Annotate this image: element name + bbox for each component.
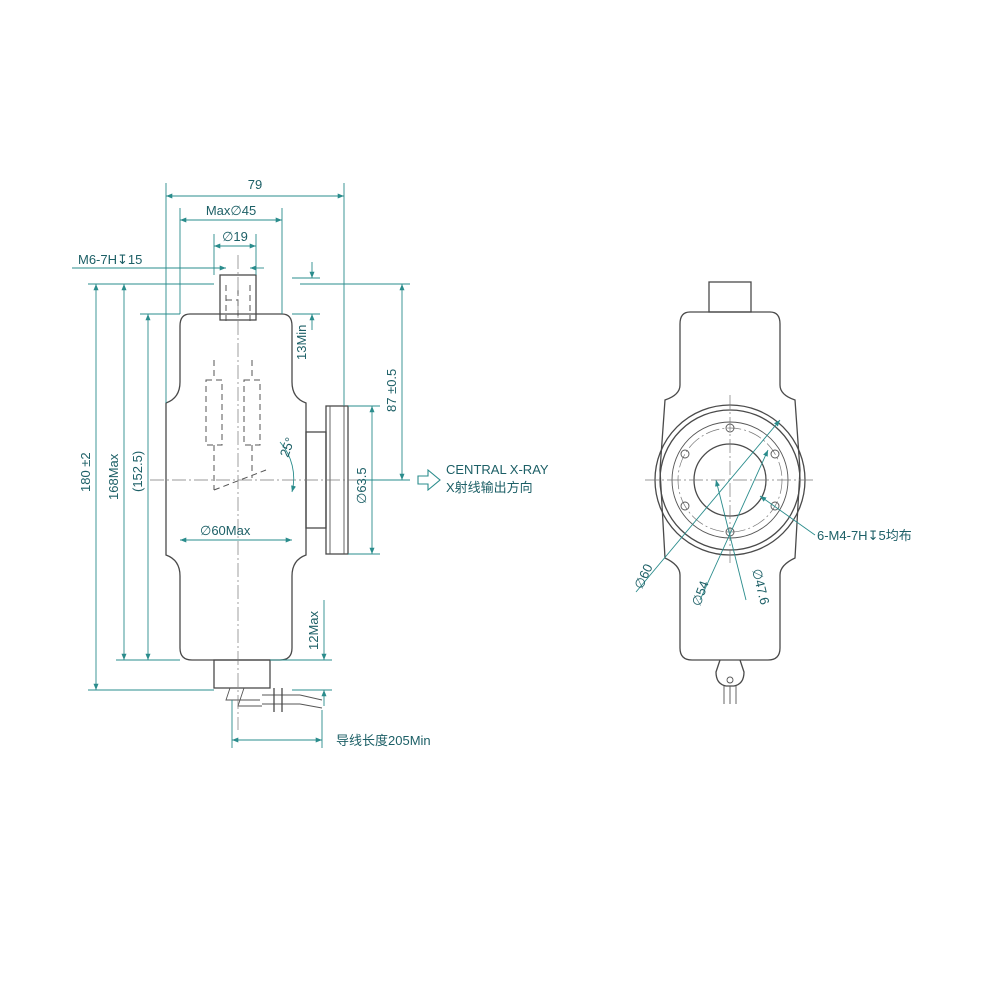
front-view (150, 255, 362, 730)
dim-side-d54: ∅54 (689, 579, 712, 608)
top-stem (219, 274, 257, 321)
dim-body-diameter: ∅60Max (200, 523, 251, 538)
side-lead-terminal (715, 659, 745, 704)
dim-max-diameter: Max∅45 (206, 203, 256, 218)
side-body-outline (659, 311, 801, 661)
dim-overall-width: 79 (248, 177, 262, 192)
dim-lead-length: 导线长度205Min (336, 733, 431, 748)
dim-thread: M6-7H↧15 (78, 252, 142, 267)
bolt-hole (770, 501, 780, 511)
dim-side-d47: ∅47.6 (749, 567, 772, 606)
bolt-hole (680, 501, 690, 511)
dim-length-168: 168Max (106, 453, 121, 500)
dim-stem-diameter: ∅19 (222, 229, 248, 244)
front-dimensions (72, 183, 410, 748)
angle-arc (279, 441, 297, 493)
stem-thread-hidden (225, 285, 251, 325)
tube-body-outline (165, 313, 307, 661)
bolt-hole (680, 449, 690, 459)
dim-overall-length: 180 ±2 (78, 452, 93, 492)
dim-12max: 12Max (306, 610, 321, 650)
side-view (645, 281, 815, 704)
bolt-hole (770, 449, 780, 459)
side-dimensions (635, 419, 816, 601)
side-top-connector (708, 281, 752, 313)
dim-window-height: 87 ±0.5 (384, 369, 399, 412)
central-ray-direction: X射线输出方向 (446, 480, 533, 495)
dim-angle: 25° (277, 435, 298, 459)
dim-side-holes: 6-M4-7H↧5均布 (817, 528, 912, 543)
dim-length-152: (152.5) (130, 451, 145, 492)
internal-hidden-parts (205, 360, 267, 491)
dim-13min: 13Min (294, 325, 309, 360)
dim-flange-diameter: ∅63.5 (354, 467, 369, 504)
base-and-leads (213, 659, 323, 712)
central-ray-arrow (417, 468, 441, 492)
dim-side-d60: ∅60 (631, 562, 655, 592)
central-ray-label: CENTRAL X-RAY (446, 462, 549, 477)
